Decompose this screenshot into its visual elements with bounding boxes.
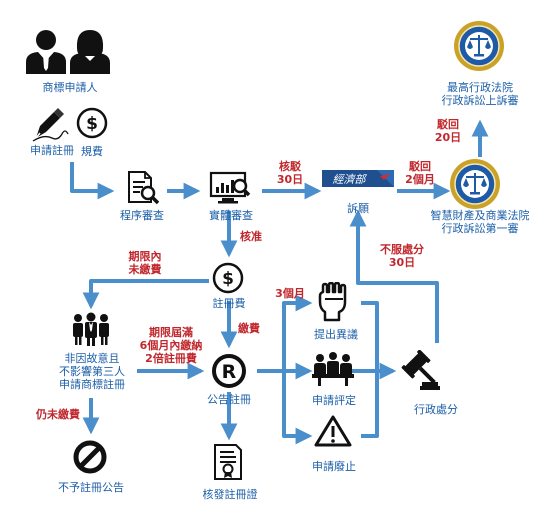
invalidation-label: 申請評定 — [312, 394, 356, 407]
edge-fee-to-thirdparty — [82, 279, 209, 310]
applicant-label: 商標申請人 — [42, 81, 98, 94]
deadline-unpaid-label-2: 未繳費 — [128, 263, 162, 276]
supreme-court-label-1: 最高行政法院 — [447, 81, 513, 94]
dismiss-2m-label-2: 2個月 — [405, 173, 435, 186]
expired-label-1: 期限屆滿 — [149, 326, 193, 339]
applicant-icon — [22, 28, 114, 78]
still-unpaid-label: 仍未繳費 — [36, 408, 80, 421]
pen-icon — [30, 108, 70, 146]
dollar-icon: $ — [75, 106, 109, 144]
issue-certificate-label: 核發註冊證 — [202, 488, 258, 501]
appeal-label: 訴願 — [347, 202, 369, 215]
reject-30-label-1: 核駁 — [279, 160, 301, 173]
document-search-icon — [125, 170, 161, 210]
edge-notice-to-revocation — [282, 371, 313, 445]
dismiss-20-label-1: 駁回 — [437, 118, 459, 131]
supreme-court-seal-icon — [453, 20, 505, 76]
dismiss-2m-label-1: 駁回 — [409, 160, 431, 173]
meeting-icon — [312, 352, 354, 390]
no-publication-label: 不予註冊公告 — [58, 481, 124, 494]
prohibited-icon — [72, 439, 108, 479]
fee-label: 規費 — [81, 145, 103, 158]
people-group-icon — [70, 312, 112, 350]
edge-opposition-to-admin — [361, 301, 379, 371]
third-party-label-2: 不影響第三人 — [59, 365, 125, 378]
svg-text:R: R — [222, 361, 237, 383]
ip-court-seal-icon — [449, 158, 501, 214]
approve-label: 核准 — [240, 230, 262, 243]
pay-label: 繳費 — [238, 322, 260, 335]
reject-30-label-2: 30日 — [276, 173, 304, 186]
edge-notice-to-opposition — [257, 294, 313, 373]
registration-notice-label: 公告註冊 — [207, 393, 251, 406]
opposition-label: 提出異議 — [314, 328, 358, 341]
raised-fist-icon — [315, 281, 351, 326]
third-party-label-3: 申請商標註冊 — [59, 378, 125, 391]
objection-label-1: 不服處分 — [380, 243, 424, 256]
dismiss-20-label-2: 20日 — [434, 131, 462, 144]
svg-text:經濟部: 經濟部 — [333, 173, 368, 186]
edge-admin-to-appeal — [349, 209, 439, 343]
registration-fee-dollar-icon: $ — [211, 261, 245, 299]
expired-label-2: 6個月內繳納 — [139, 339, 203, 352]
administrative-disposition-label: 行政處分 — [414, 403, 458, 416]
edge-apply-to-procedure — [70, 162, 115, 200]
third-party-label-1: 非因故意且 — [64, 352, 120, 365]
revocation-label: 申請廢止 — [312, 460, 356, 473]
warning-icon — [314, 414, 352, 452]
monitor-chart-icon — [209, 170, 251, 210]
registered-mark-icon: R — [211, 353, 247, 393]
ip-court-label-1: 智慧財產及商業法院 — [430, 209, 530, 222]
moea-logo-icon: 經濟部 — [322, 168, 394, 190]
deadline-unpaid-label-1: 期限內 — [128, 250, 162, 263]
expired-label-3: 2倍註冊費 — [145, 352, 197, 365]
svg-text:$: $ — [86, 114, 98, 134]
registration-fee-label: 註冊費 — [212, 297, 246, 310]
objection-label-2: 30日 — [388, 256, 416, 269]
supreme-court-label-2: 行政訴訟上訴審 — [441, 94, 519, 107]
svg-text:$: $ — [222, 269, 234, 289]
edge-revocation-to-admin — [361, 371, 379, 438]
three-months-label: 3個月 — [275, 287, 305, 300]
certificate-icon — [212, 443, 244, 485]
ip-court-label-2: 行政訴訟第一審 — [441, 222, 519, 235]
procedure-review-label: 程序審查 — [120, 209, 164, 222]
apply-register-label: 申請註冊 — [30, 144, 74, 157]
substantive-review-label: 實體審查 — [209, 209, 253, 222]
gavel-icon — [398, 349, 440, 396]
